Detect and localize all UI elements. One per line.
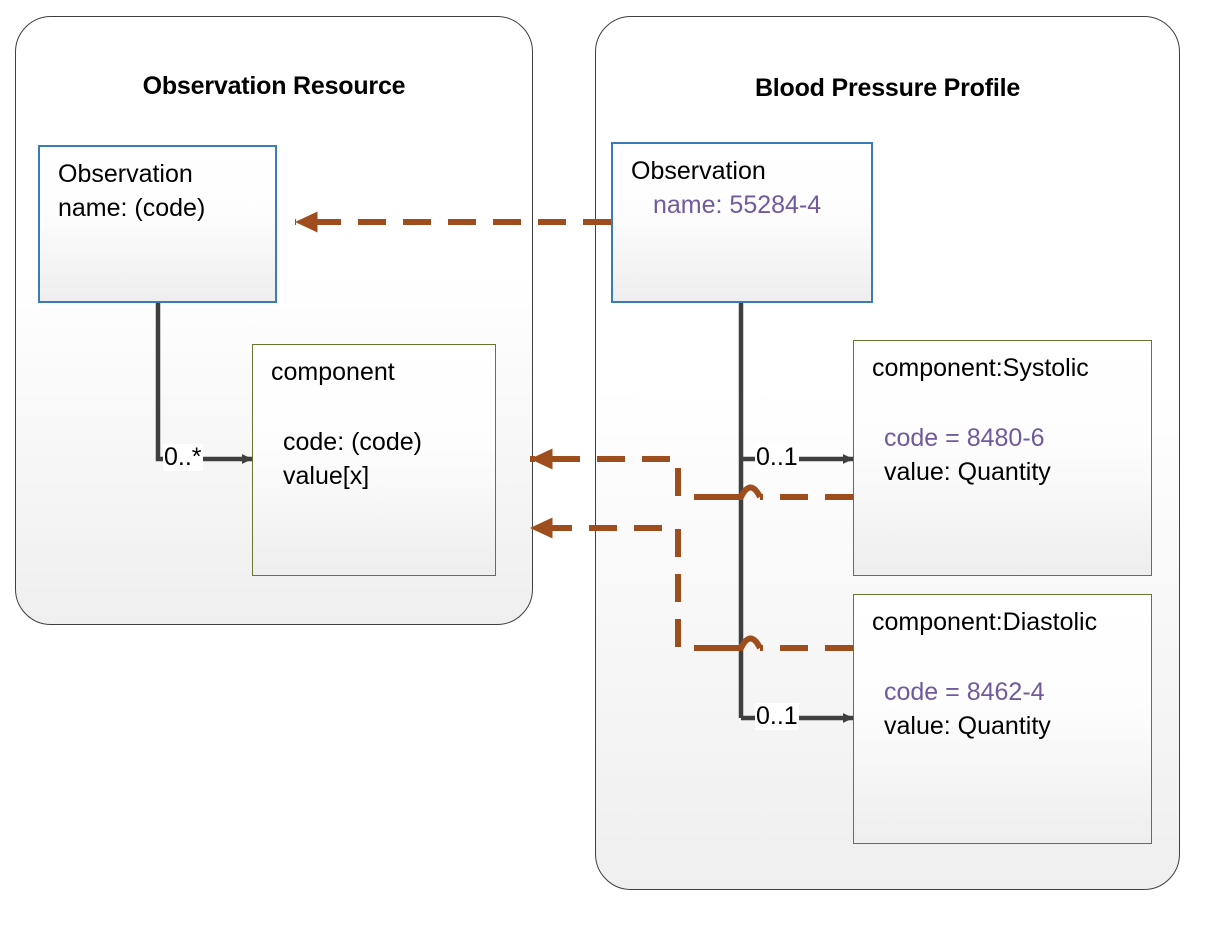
- multiplicity-profile-diastolic: 0..1: [755, 702, 799, 730]
- group-title-blood-pressure-profile: Blood Pressure Profile: [754, 74, 1021, 102]
- node-component-systolic-title: component:Systolic: [872, 354, 1089, 382]
- node-observation-profile-title: Observation: [631, 157, 766, 185]
- node-component-base-attr-code: code: (code): [283, 428, 422, 456]
- node-observation-base-attr-name: name: (code): [58, 194, 206, 222]
- node-component-diastolic-attr-code: code = 8462-4: [884, 678, 1045, 706]
- node-observation-base[interactable]: Observation name: (code): [38, 145, 277, 303]
- node-component-base-attr-value: value[x]: [283, 462, 370, 490]
- node-component-systolic-attr-value: value: Quantity: [884, 458, 1051, 486]
- node-component-diastolic-title: component:Diastolic: [872, 608, 1098, 636]
- node-component-diastolic-attr-value: value: Quantity: [884, 712, 1051, 740]
- node-observation-profile-attr-name: name: 55284-4: [653, 191, 822, 219]
- node-component-diastolic[interactable]: component:Diastolic code = 8462-4 value:…: [853, 594, 1152, 844]
- node-component-base-title: component: [271, 358, 395, 386]
- node-component-systolic-attr-code: code = 8480-6: [884, 424, 1045, 452]
- node-component-systolic[interactable]: component:Systolic code = 8480-6 value: …: [853, 340, 1152, 576]
- multiplicity-base-component: 0..*: [163, 443, 203, 471]
- multiplicity-profile-systolic: 0..1: [755, 443, 799, 471]
- node-observation-base-title: Observation: [58, 160, 193, 188]
- node-component-base[interactable]: component code: (code) value[x]: [252, 344, 496, 576]
- node-observation-profile[interactable]: Observation name: 55284-4: [611, 142, 873, 303]
- group-title-observation-resource: Observation Resource: [142, 72, 406, 100]
